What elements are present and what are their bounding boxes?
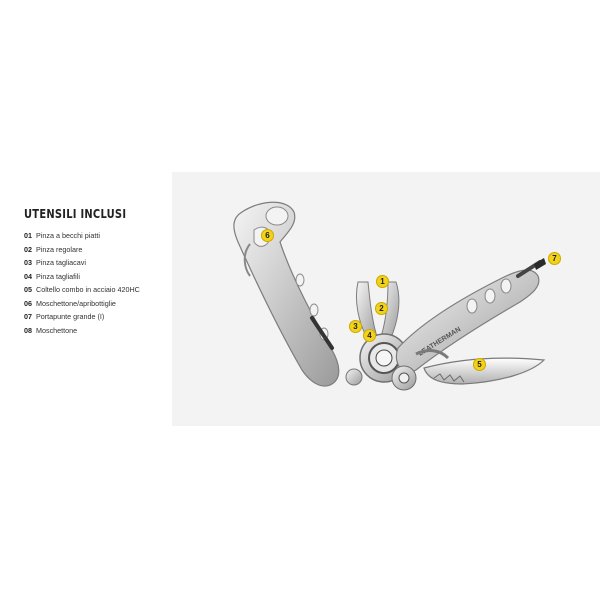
callout-marker-3: 3 bbox=[349, 320, 362, 333]
callout-marker-2: 2 bbox=[375, 302, 388, 315]
callout-marker-7: 7 bbox=[548, 252, 561, 265]
section-title: UTENSILI INCLUSI bbox=[24, 206, 127, 221]
callout-marker-4: 4 bbox=[363, 329, 376, 342]
callout-marker-1: 1 bbox=[376, 275, 389, 288]
callout-marker-5: 5 bbox=[473, 358, 486, 371]
callout-marker-6: 6 bbox=[261, 229, 274, 242]
left-handle bbox=[233, 201, 363, 387]
right-handle: LEATHERMAN bbox=[395, 258, 546, 373]
multitool-illustration: LEATHERMAN bbox=[233, 201, 546, 391]
knife-blade bbox=[391, 349, 546, 391]
